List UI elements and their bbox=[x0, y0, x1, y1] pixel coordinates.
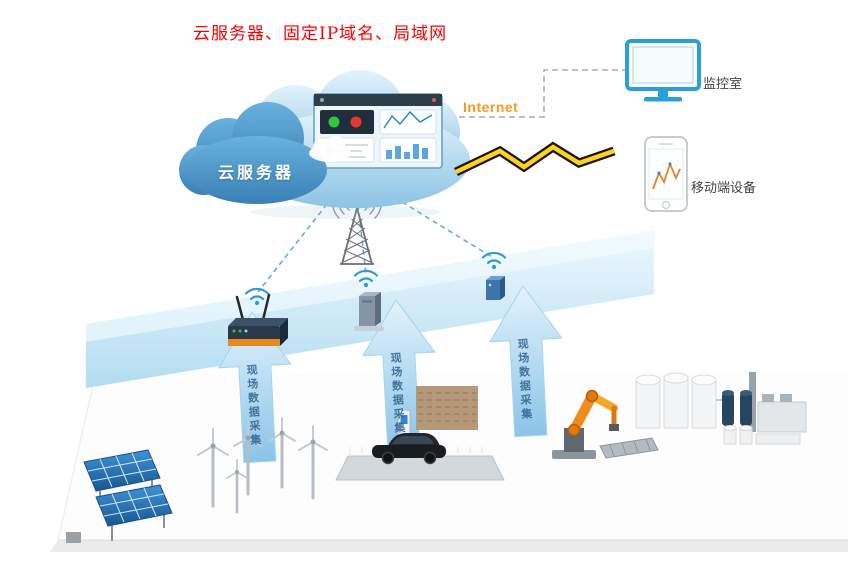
robot-arm bbox=[552, 389, 659, 459]
dtu-device bbox=[354, 292, 384, 331]
monitor-icon bbox=[625, 39, 701, 102]
page-title: 云服务器、固定IP域名、局域网 bbox=[193, 24, 448, 44]
plant-building bbox=[757, 394, 807, 433]
smartphone-icon bbox=[644, 136, 688, 212]
solar-panels bbox=[66, 449, 173, 543]
wind-turbines bbox=[197, 417, 328, 514]
antenna bbox=[235, 295, 245, 322]
mobile-device-label: 移动端设备 bbox=[691, 180, 757, 195]
lightning-icon bbox=[454, 141, 616, 177]
status-red-light bbox=[350, 116, 362, 128]
ev-charging-station bbox=[335, 386, 505, 481]
factory-plant bbox=[635, 372, 807, 445]
mini-bar-chart bbox=[386, 144, 428, 159]
data-arrow-3 bbox=[488, 285, 563, 438]
data-arrow-1 bbox=[217, 311, 292, 464]
antenna bbox=[261, 293, 271, 322]
io-module-device bbox=[486, 276, 505, 300]
electric-car bbox=[372, 433, 446, 465]
cloud-server-label: 云服务器 bbox=[217, 165, 294, 182]
status-green-light bbox=[328, 116, 340, 128]
gripper bbox=[609, 424, 619, 431]
internet-label: Internet bbox=[463, 99, 519, 115]
process-vessels bbox=[722, 390, 752, 426]
mini-cloud bbox=[309, 136, 351, 162]
conveyor bbox=[599, 437, 659, 459]
junction-box bbox=[66, 532, 81, 543]
link-to-dtu bbox=[356, 195, 367, 275]
link-to-router bbox=[257, 189, 339, 293]
phone-chart bbox=[652, 161, 681, 190]
storage-tanks bbox=[635, 372, 717, 429]
small-tanks bbox=[723, 425, 801, 445]
mini-line-chart bbox=[383, 110, 433, 129]
internet-link bbox=[459, 69, 627, 118]
cloud-shadow bbox=[250, 205, 440, 219]
monitoring-room-label: 监控室 bbox=[703, 76, 743, 91]
router-gateway-device bbox=[228, 293, 288, 346]
chimney-stack bbox=[749, 372, 756, 432]
cloud-server-shape bbox=[179, 102, 327, 204]
